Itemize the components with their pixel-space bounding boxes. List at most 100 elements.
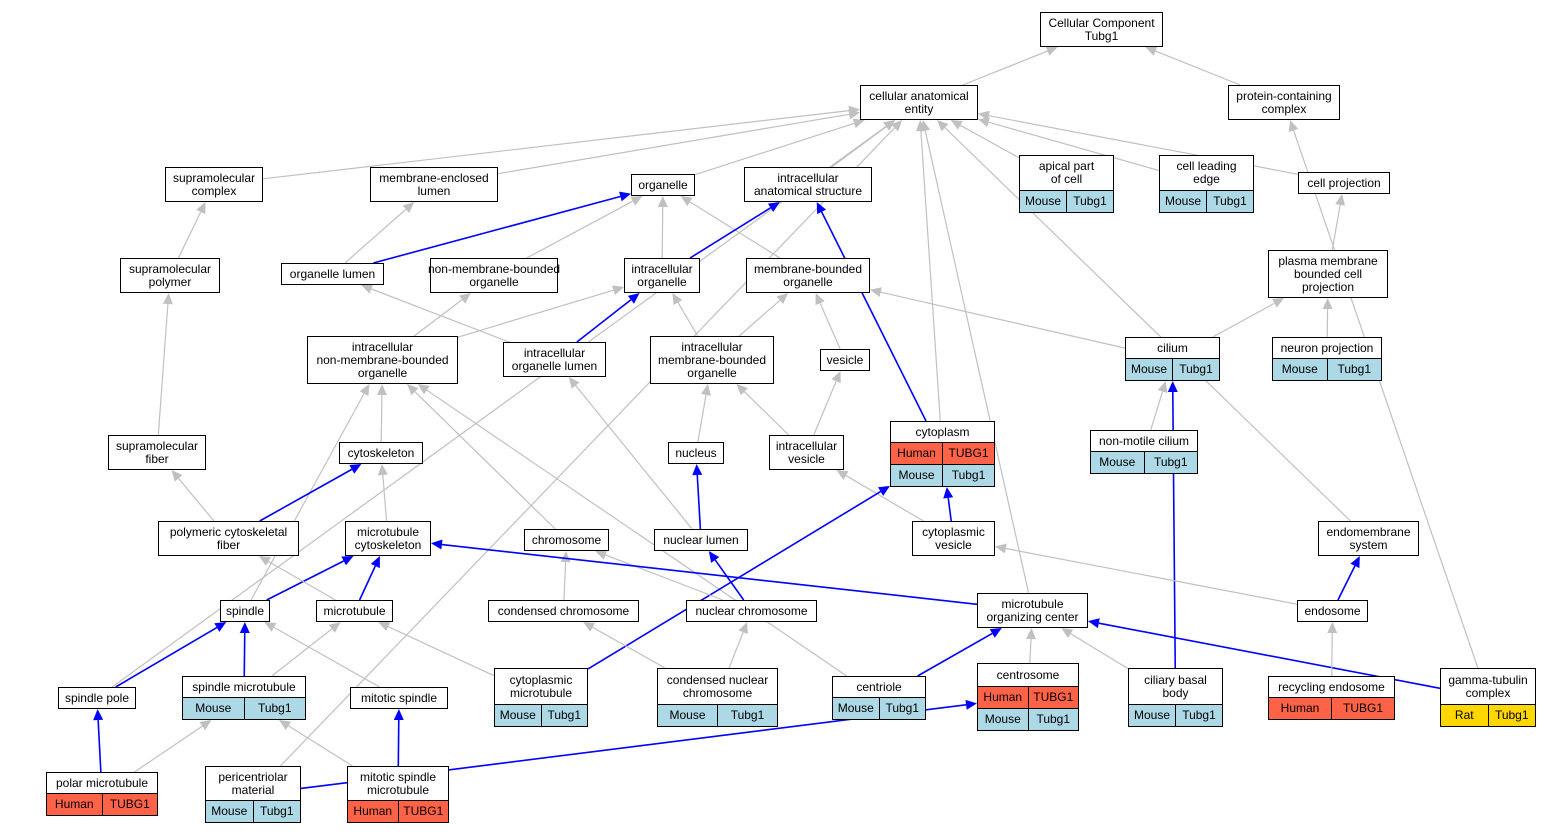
annotation-cell: Mouse — [1160, 191, 1206, 212]
node-nch[interactable]: nuclear chromosome — [686, 600, 817, 622]
node-iol[interactable]: intracellular organelle lumen — [503, 342, 606, 377]
annotation-cell: Tubg1 — [1172, 359, 1219, 380]
node-smc[interactable]: supramolecular complex — [165, 167, 263, 202]
node-cch[interactable]: condensed chromosome — [488, 600, 639, 622]
node-nlu[interactable]: nuclear lumen — [654, 529, 748, 551]
node-io[interactable]: intracellular organelle — [624, 258, 700, 293]
node-smf[interactable]: supramolecular fiber — [108, 435, 206, 470]
node-imbo[interactable]: intracellular membrane-bounded organelle — [650, 336, 774, 384]
edge-end-ems — [1337, 565, 1356, 601]
node-label: membrane-enclosed lumen — [379, 170, 489, 198]
node-spp[interactable]: spindle pole — [58, 687, 136, 709]
node-nmbo[interactable]: non-membrane-bounded organelle — [428, 258, 560, 293]
edge-spi-mtc — [266, 560, 345, 601]
edge-inmbo-io — [457, 289, 614, 338]
node-root[interactable]: Cellular Component Tubg1 — [1040, 12, 1163, 47]
annotation-cell: Mouse — [1273, 359, 1327, 380]
edge-arrowhead — [619, 191, 631, 202]
edge-smf-smp — [157, 303, 169, 436]
node-end[interactable]: endosome — [1297, 600, 1368, 622]
edge-mtu-pcf — [268, 560, 336, 601]
node-cpr[interactable]: cell projection — [1298, 172, 1390, 194]
edge-arrowhead — [199, 720, 212, 731]
node-ves[interactable]: vesicle — [820, 349, 870, 371]
edge-ive-imbo — [743, 391, 790, 436]
node-nuc[interactable]: nucleus — [668, 442, 724, 464]
node-inmbo[interactable]: intracellular non-membrane-bounded organ… — [307, 336, 458, 384]
node-spi[interactable]: spindle — [220, 600, 270, 622]
edge-arrowhead — [1045, 46, 1058, 56]
node-label: nuclear chromosome — [695, 603, 808, 618]
edge-arrowhead — [1272, 298, 1285, 308]
edge-arrowhead — [657, 196, 668, 208]
node-cae[interactable]: cellular anatomical entity — [860, 85, 978, 120]
edge-arrowhead — [407, 384, 419, 396]
node-olu[interactable]: organelle lumen — [281, 263, 384, 285]
node-org[interactable]: organelle — [631, 174, 695, 196]
node-pcf[interactable]: polymeric cytoskeletal fiber — [158, 521, 299, 556]
node-label: mitotic spindle microtubule — [359, 769, 437, 797]
node-mbo[interactable]: membrane-bounded organelle — [746, 258, 870, 293]
edge-arrowhead — [627, 293, 640, 304]
edge-cen-mtoc — [917, 632, 993, 677]
edge-cmt-mtu — [387, 626, 495, 677]
edge-arrowhead — [171, 470, 183, 482]
node-ive[interactable]: intracellular vesicle — [769, 435, 844, 470]
edge-arrowhead — [378, 622, 391, 632]
node-chr[interactable]: chromosome — [524, 529, 609, 551]
node-mtu[interactable]: microtubule — [316, 600, 393, 622]
node-csk[interactable]: cytoskeleton — [339, 442, 423, 464]
node-label: condensed nuclear chromosome — [666, 672, 769, 700]
edge-nuc-imbo — [697, 394, 707, 443]
node-label: organelle lumen — [289, 266, 376, 281]
node-mel[interactable]: membrane-enclosed lumen — [370, 167, 498, 202]
node-msp[interactable]: mitotic spindle — [350, 687, 448, 709]
edge-csk-inmbo — [380, 394, 383, 443]
node-ems[interactable]: endomembrane system — [1318, 521, 1419, 556]
node-cve[interactable]: cytoplasmic vesicle — [912, 521, 995, 556]
annotation-cell: Mouse — [833, 698, 879, 719]
node-pcc[interactable]: protein-containing complex — [1228, 85, 1340, 120]
edge-arrowhead — [708, 551, 720, 563]
edge-arrowhead — [341, 556, 354, 566]
annotation-cell: Mouse — [658, 705, 717, 726]
node-label: ciliary basal body — [1144, 672, 1207, 700]
node-pmbcp[interactable]: plasma membrane bounded cell projection — [1268, 250, 1388, 298]
edge-arrowhead — [93, 709, 104, 721]
annotation-cell: Human — [891, 443, 942, 464]
edge-smc-cae — [262, 110, 850, 180]
annotation-cell: Human — [348, 801, 398, 822]
edge-arrowhead — [162, 293, 173, 305]
edge-arrowhead — [848, 109, 860, 120]
node-label: condensed chromosome — [497, 603, 630, 618]
node-smp[interactable]: supramolecular polymer — [120, 258, 220, 293]
edge-arrowhead — [568, 377, 580, 389]
node-mtc[interactable]: microtubule cytoskeleton — [345, 521, 431, 556]
annotation-cell: Mouse — [891, 465, 942, 486]
edge-arrowhead — [393, 709, 404, 721]
edge-pcm-cae — [279, 127, 895, 767]
node-mtoc[interactable]: microtubule organizing center — [977, 593, 1088, 628]
edge-cbb-mtoc — [1070, 633, 1129, 670]
node-label: microtubule — [323, 603, 386, 618]
node-ias[interactable]: intracellular anatomical structure — [744, 167, 872, 202]
